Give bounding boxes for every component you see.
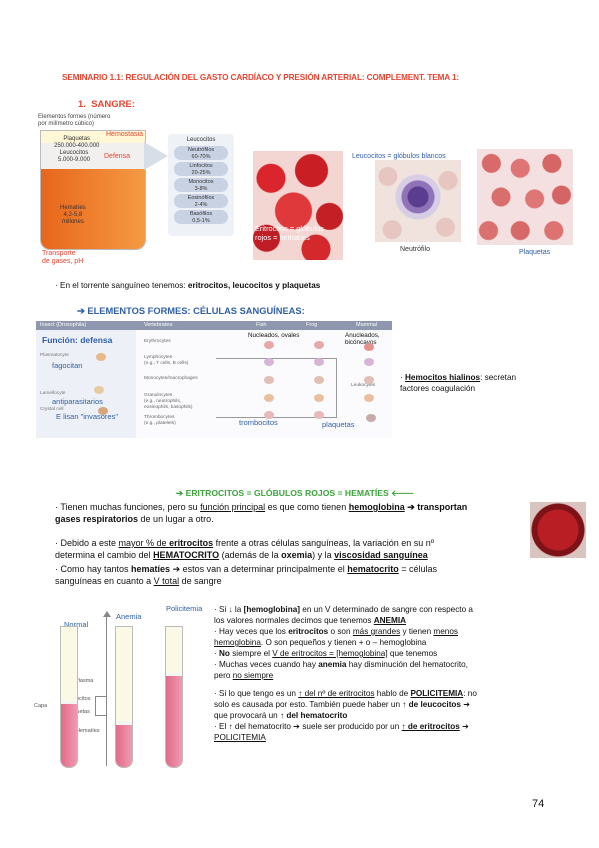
tube-hematies-fill	[116, 725, 132, 767]
cell-illustration	[314, 411, 324, 419]
cell-illustration	[364, 358, 374, 366]
cell-illustration	[364, 394, 374, 402]
lamellocyte-label: Lamellocyte	[40, 391, 66, 396]
header-mammal: Mammal	[356, 322, 378, 328]
section-number: 1.	[78, 99, 86, 110]
cell-illustration	[264, 358, 274, 366]
tube-hematies-fill	[61, 704, 77, 767]
section-heading-elementos: ➔ ELEMENTOS FORMES: CÉLULAS SANGUÍNEAS:	[77, 306, 305, 316]
anucleados-label: Anucleados,bicóncavos	[345, 332, 380, 346]
cell-illustration	[314, 376, 324, 384]
eritrocito-photo-small	[530, 502, 586, 558]
leukocytes-label: Leukocytes	[351, 383, 376, 388]
tube-hematies-fill	[166, 676, 182, 767]
mayor-porcentaje-paragraph: · Debido a este mayor % de eritrocitos f…	[55, 538, 435, 560]
cell-illustration	[264, 341, 274, 349]
cells-table-figure: Insect (Drosophila) Vertebrates: Fish Fr…	[36, 321, 392, 438]
antiparasitarios-label: antiparasitarios	[52, 397, 103, 406]
funcion-defensa-label: Función: defensa	[42, 335, 113, 345]
lisan-label: E lisan "invasores"	[56, 412, 119, 421]
hemostasia-label: Hemostasia	[106, 131, 143, 138]
cell-illustration	[94, 386, 104, 394]
hematocrito-tubes-figure: Normal Anemia Policitemia Plasma leucoci…	[20, 598, 210, 776]
plaquetas-photo	[477, 149, 573, 245]
test-tube	[40, 130, 146, 250]
row-granulocytes: Granulocytes(e.g., neutrophils,eosinophi…	[144, 393, 193, 410]
cell-illustration	[314, 341, 324, 349]
arrow-shape	[144, 142, 168, 170]
fagocitan-label: fagocitan	[52, 361, 83, 370]
cell-illustration	[314, 358, 324, 366]
cell-illustration	[264, 376, 274, 384]
hematies-paragraph: · Como hay tantos hematíes ➔ estos van a…	[55, 564, 438, 586]
normal-label: Normal	[64, 620, 89, 629]
defensa-label: Defensa	[104, 153, 131, 160]
tube-anemia	[115, 626, 133, 768]
cell-illustration	[364, 343, 374, 351]
crystal-cell-label: Crystal cell	[40, 407, 64, 412]
funciones-paragraph: · Tienen muchas funciones, pero su funci…	[55, 502, 468, 524]
section-heading-eritrocitos: ➔ ERITROCITOS = GLÓBULOS ROJOS = HEMATÍE…	[176, 488, 415, 498]
nucleados-label: Nucleados, ovales	[248, 332, 300, 339]
tube-normal	[60, 626, 78, 768]
page-number: 74	[532, 798, 545, 810]
header-vertebrates: Vertebrates:	[144, 322, 174, 328]
row-monocytes: Monocytes/macrophages	[144, 376, 198, 381]
section-title: SANGRE:	[91, 99, 136, 110]
anemia-policitemia-list: · Si ↓ la [hemoglobina] en un V determin…	[214, 605, 477, 742]
cell-illustration	[314, 394, 324, 402]
cell-illustration	[98, 407, 108, 415]
cell-illustration	[96, 353, 106, 361]
plasma-label: Plasma	[75, 678, 94, 684]
cell-illustration	[264, 411, 274, 419]
cell-illustration	[364, 376, 374, 384]
tube-leucocitos-layer	[166, 673, 182, 676]
row-thrombocytes: Thrombocytes(e.g., platelets)	[144, 415, 176, 426]
eritrocitos-photo: Eritrocitos = glóbulos rojos = hematíes	[253, 151, 343, 260]
plasmatocyte-label: Plasmatocyte	[40, 353, 69, 358]
plaquetas-label: plaquetas	[322, 420, 355, 429]
tube-leucocitos-layer	[61, 701, 77, 704]
neutrofilo-label: Neutrófilo	[400, 246, 430, 253]
neutrofilo-photo	[375, 160, 461, 242]
header-insect: Insect (Drosophila)	[40, 322, 87, 328]
page-title: SEMINARIO 1.1: REGULACIÓN DEL GASTO CARD…	[62, 73, 460, 82]
cell-illustration	[366, 414, 376, 422]
leucocitos-title: Leucocitos	[186, 137, 216, 143]
trombocitos-label: trombocitos	[239, 418, 278, 427]
policitemia-label: Policitemia	[166, 604, 203, 613]
row-lymphocytes: Lymphocytes(e.g., T cells, B cells)	[144, 355, 189, 366]
section-heading-sangre: 1. SANGRE:	[78, 99, 135, 110]
tube-policitemia	[165, 626, 183, 768]
hematies-label: Hematíes	[76, 728, 100, 734]
anemia-label: Anemia	[116, 612, 142, 621]
header-frog: Frog	[306, 322, 318, 328]
torrente-bullet: · En el torrente sanguíneo tenemos: erit…	[55, 281, 321, 290]
row-erythrocytes: Erythrocytes	[144, 339, 171, 344]
leucocitos-label: Leucocitos = glóbulos blancos	[352, 153, 446, 160]
cell-illustration	[264, 394, 274, 402]
tube-leucocitos-layer	[116, 722, 132, 725]
eritrocitos-label: Eritrocitos = glóbulos rojos = hematíes	[255, 224, 324, 242]
plaquetas-photo-label: Plaquetas	[519, 249, 551, 256]
hemocitos-hialinos-note: · Hemocitos hialinos: secretan factores …	[400, 373, 517, 393]
table-header-bar	[36, 321, 392, 330]
header-fish: Fish	[256, 322, 267, 328]
